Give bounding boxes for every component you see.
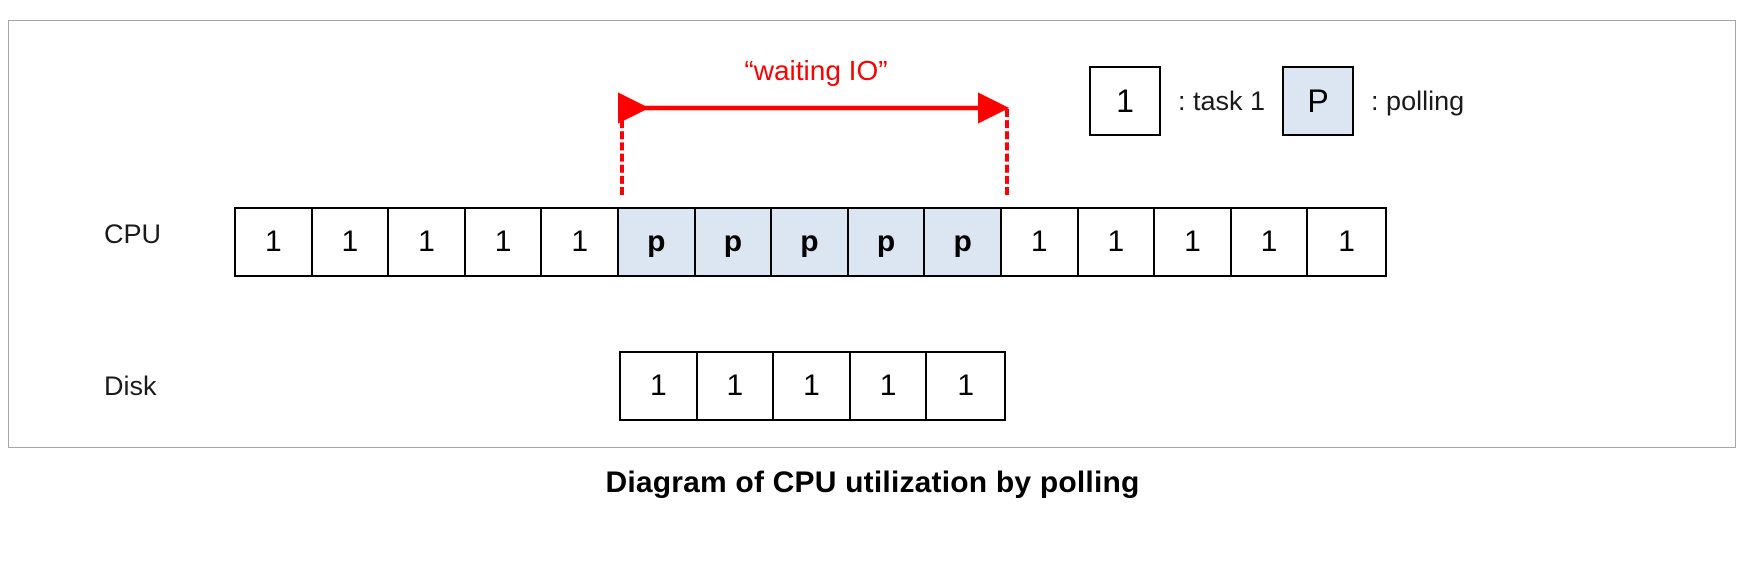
disk-cell: 1 <box>774 353 851 419</box>
figure-caption: Diagram of CPU utilization by polling <box>605 466 1140 499</box>
cpu-cell-polling: p <box>618 209 696 275</box>
cpu-cell: 1 <box>1308 209 1385 275</box>
cpu-cell: 1 <box>236 209 313 275</box>
cpu-cell-text: 1 <box>1260 225 1278 258</box>
disk-cell: 1 <box>621 353 698 419</box>
cpu-cell-polling: p <box>772 209 849 275</box>
cpu-cell-text: p <box>723 225 743 258</box>
waiting-io-guide-right <box>1005 109 1009 195</box>
cpu-cell-text: 1 <box>1107 225 1125 258</box>
waiting-io-label: “waiting IO” <box>744 55 888 86</box>
cpu-cell-text: p <box>953 225 972 258</box>
cpu-cell-polling: p <box>848 209 926 275</box>
cpu-cell-text: 1 <box>1184 225 1201 258</box>
cpu-cell-text: p <box>800 225 819 258</box>
disk-cell-text: 1 <box>649 369 667 402</box>
disk-cell-text: 1 <box>879 369 897 402</box>
cpu-cell-text: 1 <box>494 225 512 258</box>
cpu-cell: 1 <box>1001 209 1079 275</box>
cpu-cell-text: 1 <box>418 225 435 258</box>
cpu-cell: 1 <box>465 209 543 275</box>
legend-swatch-polling: P <box>1282 66 1355 136</box>
cpu-timeline: 1 1 1 1 1 p p p p p 1 1 1 1 1 <box>234 207 1387 277</box>
cpu-cell: 1 <box>1155 209 1232 275</box>
cpu-cell: 1 <box>542 209 619 275</box>
disk-cell-text: 1 <box>726 369 744 402</box>
cpu-cell-text: 1 <box>341 225 359 258</box>
figure-frame: 1 : task 1 P : polling “waiting IO” <box>8 20 1736 448</box>
disk-cell: 1 <box>927 353 1004 419</box>
cpu-cell: 1 <box>312 209 390 275</box>
legend-label-polling: : polling <box>1371 85 1465 116</box>
legend-swatch-polling-text: P <box>1307 82 1329 119</box>
disk-cell: 1 <box>697 353 775 419</box>
disk-cell-text: 1 <box>803 369 820 402</box>
row-label-cpu: CPU <box>104 219 162 249</box>
cpu-cell-text: 1 <box>264 225 282 258</box>
cpu-cell-text: p <box>876 225 896 258</box>
cpu-cell-text: p <box>647 225 666 258</box>
row-label-disk: Disk <box>104 371 157 401</box>
legend-swatch-task-text: 1 <box>1116 82 1134 119</box>
waiting-io-guide-left <box>620 109 624 195</box>
cpu-cell-text: 1 <box>1030 225 1048 258</box>
cpu-cell-polling: p <box>925 209 1002 275</box>
cpu-cell: 1 <box>389 209 466 275</box>
cpu-cell-text: 1 <box>571 225 589 258</box>
legend-label-task: : task 1 <box>1178 85 1266 116</box>
legend-swatch-task: 1 <box>1089 66 1161 136</box>
cpu-cell: 1 <box>1078 209 1156 275</box>
disk-cell-text: 1 <box>957 369 975 402</box>
disk-cell: 1 <box>850 353 928 419</box>
legend: 1 : task 1 P : polling <box>1089 66 1481 136</box>
cpu-cell-text: 1 <box>1338 225 1355 258</box>
disk-timeline: 1 1 1 1 1 <box>619 351 1006 421</box>
cpu-cell: 1 <box>1231 209 1309 275</box>
cpu-cell-polling: p <box>695 209 773 275</box>
